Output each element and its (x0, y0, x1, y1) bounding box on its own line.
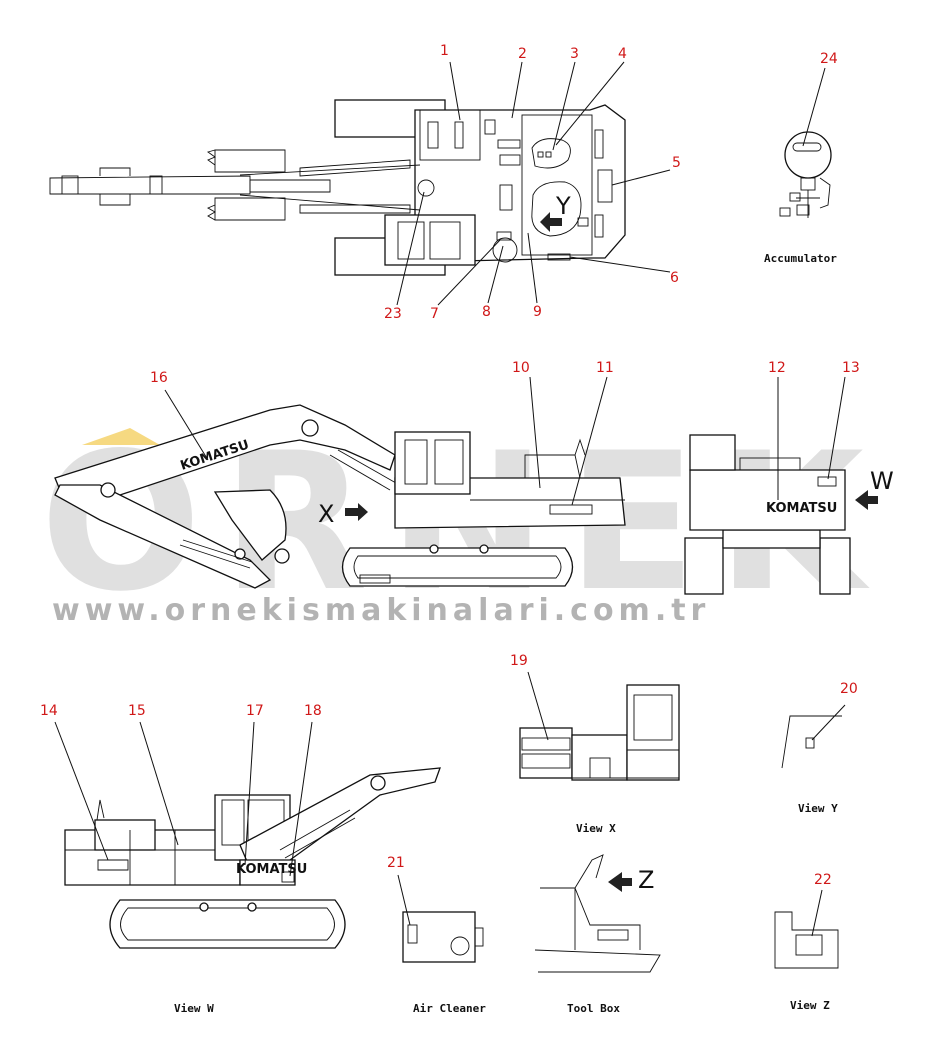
callout-9: 9 (533, 304, 542, 320)
brand-mark-rear: KOMATSU (766, 501, 837, 516)
view-letter-z: Z (638, 866, 654, 894)
caption-air-cleaner: Air Cleaner (413, 1002, 486, 1015)
side-view-callouts: 16 10 11 (150, 360, 614, 506)
tool-box-detail: Z Tool Box (534, 854, 661, 1015)
callout-13: 13 (842, 360, 860, 376)
callout-12: 12 (768, 360, 786, 376)
brand-mark-view-w: KOMATSU (236, 862, 307, 877)
view-letter-y: Y (555, 192, 571, 220)
top-view-excavator: Y (49, 99, 626, 276)
view-letter-x: X (318, 500, 334, 528)
watermark-accent (82, 428, 160, 445)
view-w-excavator: KOMATSU 14 15 17 18 View W (40, 703, 441, 1015)
callout-14: 14 (40, 703, 58, 719)
callout-3: 3 (570, 46, 579, 62)
callout-15: 15 (128, 703, 146, 719)
callout-8: 8 (482, 304, 491, 320)
callout-16: 16 (150, 370, 168, 386)
accumulator-detail: 24 Accumulator (764, 51, 838, 265)
caption-view-y: View Y (798, 802, 838, 815)
callout-18: 18 (304, 703, 322, 719)
callout-22: 22 (814, 872, 832, 888)
callout-2: 2 (518, 46, 527, 62)
callout-17: 17 (246, 703, 264, 719)
callout-5: 5 (672, 155, 681, 171)
callout-1: 1 (440, 43, 449, 59)
rear-view-excavator: KOMATSU W 12 13 (684, 360, 894, 595)
side-view-excavator: KOMATSU X (54, 404, 626, 589)
callout-11: 11 (596, 360, 614, 376)
callout-7: 7 (430, 306, 439, 322)
caption-view-w: View W (174, 1002, 214, 1015)
view-letter-w: W (870, 467, 894, 495)
callout-6: 6 (670, 270, 679, 286)
callout-20: 20 (840, 681, 858, 697)
callout-4: 4 (618, 46, 627, 62)
callout-21: 21 (387, 855, 405, 871)
air-cleaner-detail: 21 Air Cleaner (387, 855, 486, 1015)
view-z-detail: 22 View Z (774, 872, 839, 1012)
view-x-detail: 19 View X (510, 653, 680, 835)
callout-19: 19 (510, 653, 528, 669)
caption-view-z: View Z (790, 999, 830, 1012)
caption-view-x: View X (576, 822, 616, 835)
view-y-detail: 20 View Y (781, 681, 858, 815)
callout-10: 10 (512, 360, 530, 376)
callout-23: 23 (384, 306, 402, 322)
top-view-callouts: 1 2 3 4 5 6 7 8 9 23 (384, 43, 681, 322)
caption-accumulator: Accumulator (764, 252, 837, 265)
callout-24: 24 (820, 51, 838, 67)
caption-tool-box: Tool Box (567, 1002, 620, 1015)
watermark-url: www.ornekismakinalari.com.tr (52, 593, 710, 628)
